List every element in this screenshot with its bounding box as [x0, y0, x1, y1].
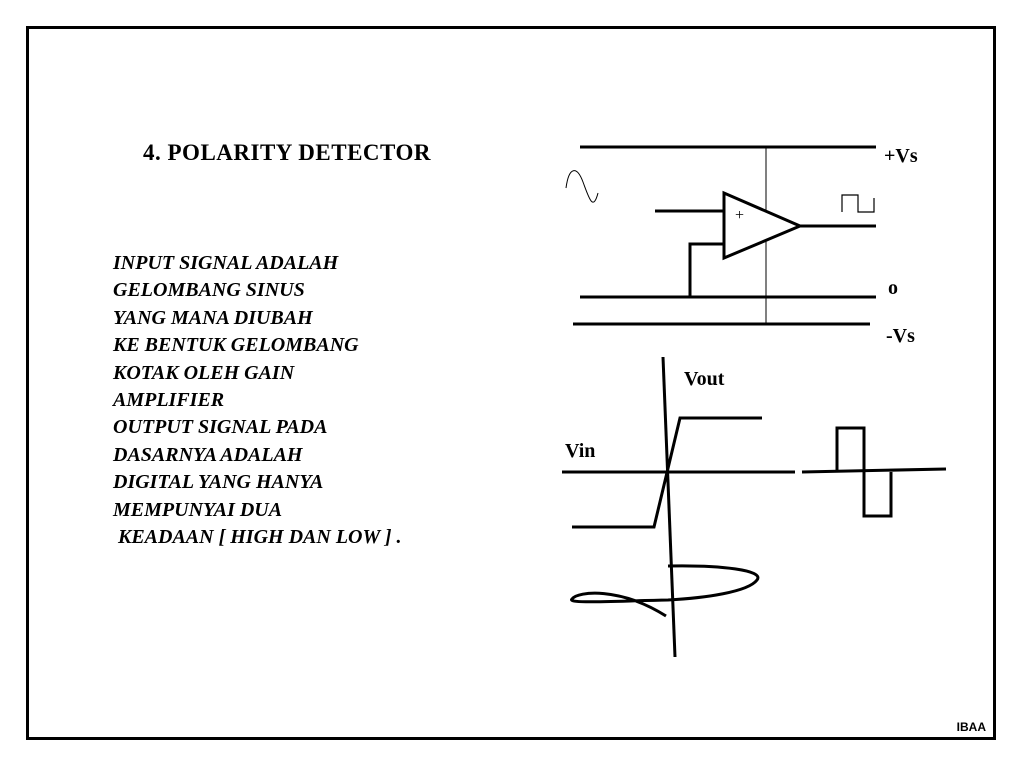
description-line: INPUT SIGNAL ADALAH: [113, 252, 339, 274]
vout-axis-label: Vout: [684, 368, 725, 390]
description-line: YANG MANA DIUBAH: [113, 306, 313, 329]
description-line: KE BENTUK GELOMBANG: [113, 334, 359, 357]
description-line: DASARNYA ADALAH: [113, 443, 303, 466]
vin-axis-label: Vin: [565, 440, 596, 462]
description-line: OUTPUT SIGNAL PADA: [113, 416, 328, 439]
description-line: KEADAAN [ HIGH DAN LOW ] .: [118, 526, 402, 549]
ground-label: o: [888, 277, 898, 299]
description-line: DIGITAL YANG HANYA: [113, 471, 324, 494]
sine-wave-icon: [565, 170, 599, 203]
opamp-noninverting-sign: +: [735, 207, 745, 224]
opamp-symbol: [722, 190, 804, 261]
description-line: MEMPUNYAI DUA: [113, 498, 283, 521]
vout-axis: [661, 356, 677, 658]
input-sine-loop: [570, 564, 760, 618]
ground-reference-wire: [688, 242, 724, 297]
negative-supply-label: -Vs: [886, 325, 915, 347]
description-line: AMPLIFIER: [113, 389, 225, 412]
positive-supply-label: +Vs: [884, 145, 918, 167]
description-line: KOTAK OLEH GAIN: [113, 361, 295, 384]
description-line: GELOMBANG SINUS: [113, 279, 305, 302]
square-wave-icon: [841, 194, 875, 213]
output-waveform-axis: [801, 467, 947, 474]
output-square-waveform: [835, 426, 893, 518]
slide-frame: [26, 26, 996, 740]
transfer-curve: [572, 416, 762, 529]
description-text: INPUT SIGNAL ADALAH GELOMBANG SINUS YANG…: [113, 250, 402, 551]
footer-label: IBAA: [956, 720, 986, 734]
slide-title: 4. POLARITY DETECTOR: [143, 140, 431, 165]
